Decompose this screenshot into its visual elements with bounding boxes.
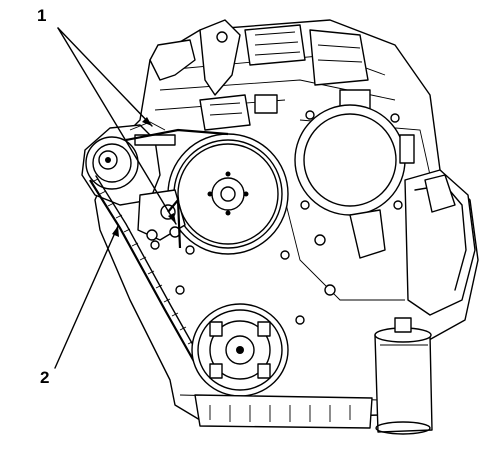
gear-housing-cover bbox=[294, 104, 415, 216]
callout-label-1: 1 bbox=[37, 6, 47, 25]
belt-tensioner bbox=[137, 189, 186, 241]
drive-belt bbox=[89, 128, 229, 373]
callout-leader-lines bbox=[54, 27, 177, 369]
oil-pan bbox=[194, 394, 373, 429]
crankshaft-pulley bbox=[191, 303, 289, 397]
cover-bolts bbox=[150, 240, 305, 325]
camshaft-pulley bbox=[167, 133, 289, 255]
right-side-housing bbox=[314, 169, 476, 316]
oil-filter bbox=[374, 317, 433, 435]
top-manifold bbox=[149, 19, 371, 131]
callout-label-2: 2 bbox=[40, 368, 50, 387]
